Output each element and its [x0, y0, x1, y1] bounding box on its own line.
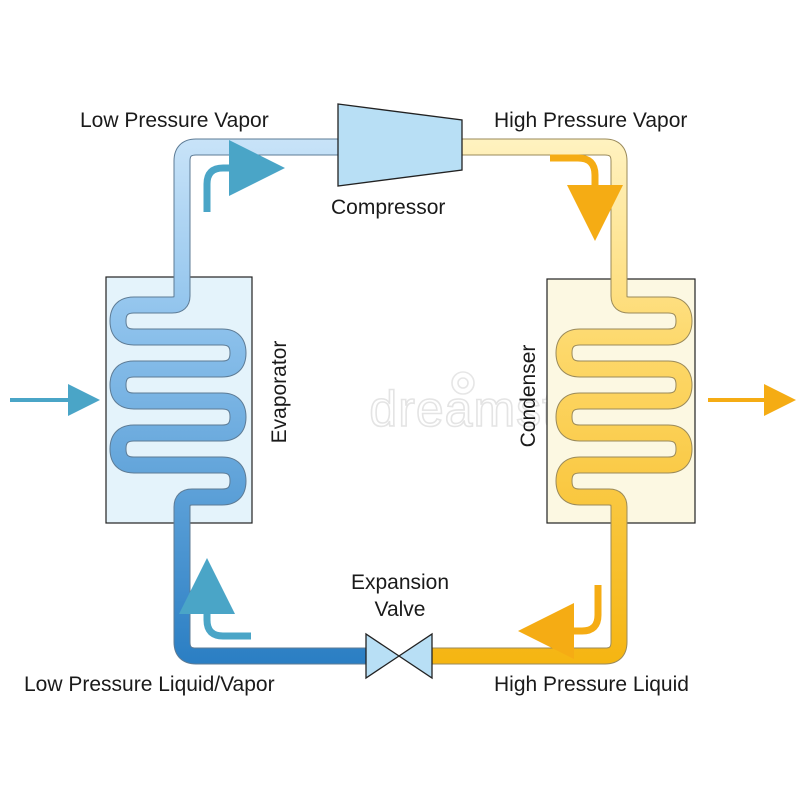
expansion-valve-symbol [365, 632, 433, 680]
compressor-symbol [337, 103, 463, 187]
flow-arrow-upper-right [550, 154, 623, 241]
label-low-pressure-vapor: Low Pressure Vapor [80, 109, 269, 132]
flow-arrow-upper-left [203, 140, 285, 212]
flow-arrow-lower-left [179, 558, 251, 640]
label-high-pressure-vapor: High Pressure Vapor [494, 109, 687, 132]
label-compressor: Compressor [331, 196, 445, 219]
label-expansion-valve-line1: Expansion [351, 571, 449, 594]
flow-arrow-lower-right [518, 585, 602, 659]
label-low-pressure-liquid-vapor: Low Pressure Liquid/Vapor [24, 673, 275, 696]
condenser-pipe [423, 138, 693, 665]
label-high-pressure-liquid: High Pressure Liquid [494, 673, 689, 696]
label-expansion-valve-line2: Valve [375, 598, 426, 621]
label-condenser: Condenser [517, 345, 540, 448]
label-evaporator: Evaporator [268, 341, 291, 444]
evaporator-pipe [109, 138, 381, 665]
